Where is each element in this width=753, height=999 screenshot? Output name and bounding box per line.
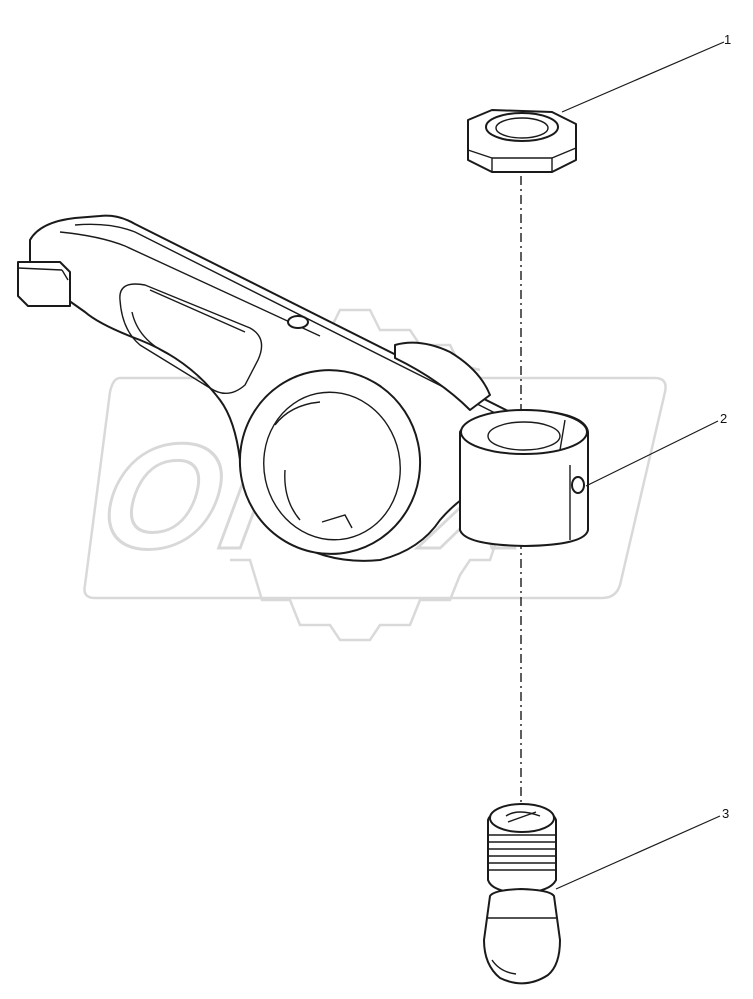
callout-number-2: 2 <box>720 411 727 426</box>
adjusting-screw <box>483 803 561 985</box>
callout-2: 2 <box>585 411 727 487</box>
callout-number-3: 3 <box>722 806 729 821</box>
callout-number-1: 1 <box>724 32 731 47</box>
hex-nut <box>467 109 577 173</box>
callout-1: 1 <box>561 32 731 113</box>
watermark-gear <box>230 518 541 642</box>
watermark-plate <box>83 376 667 600</box>
rocker-arm <box>17 214 589 562</box>
callout-3: 3 <box>555 806 729 890</box>
screw-threads <box>488 834 556 871</box>
